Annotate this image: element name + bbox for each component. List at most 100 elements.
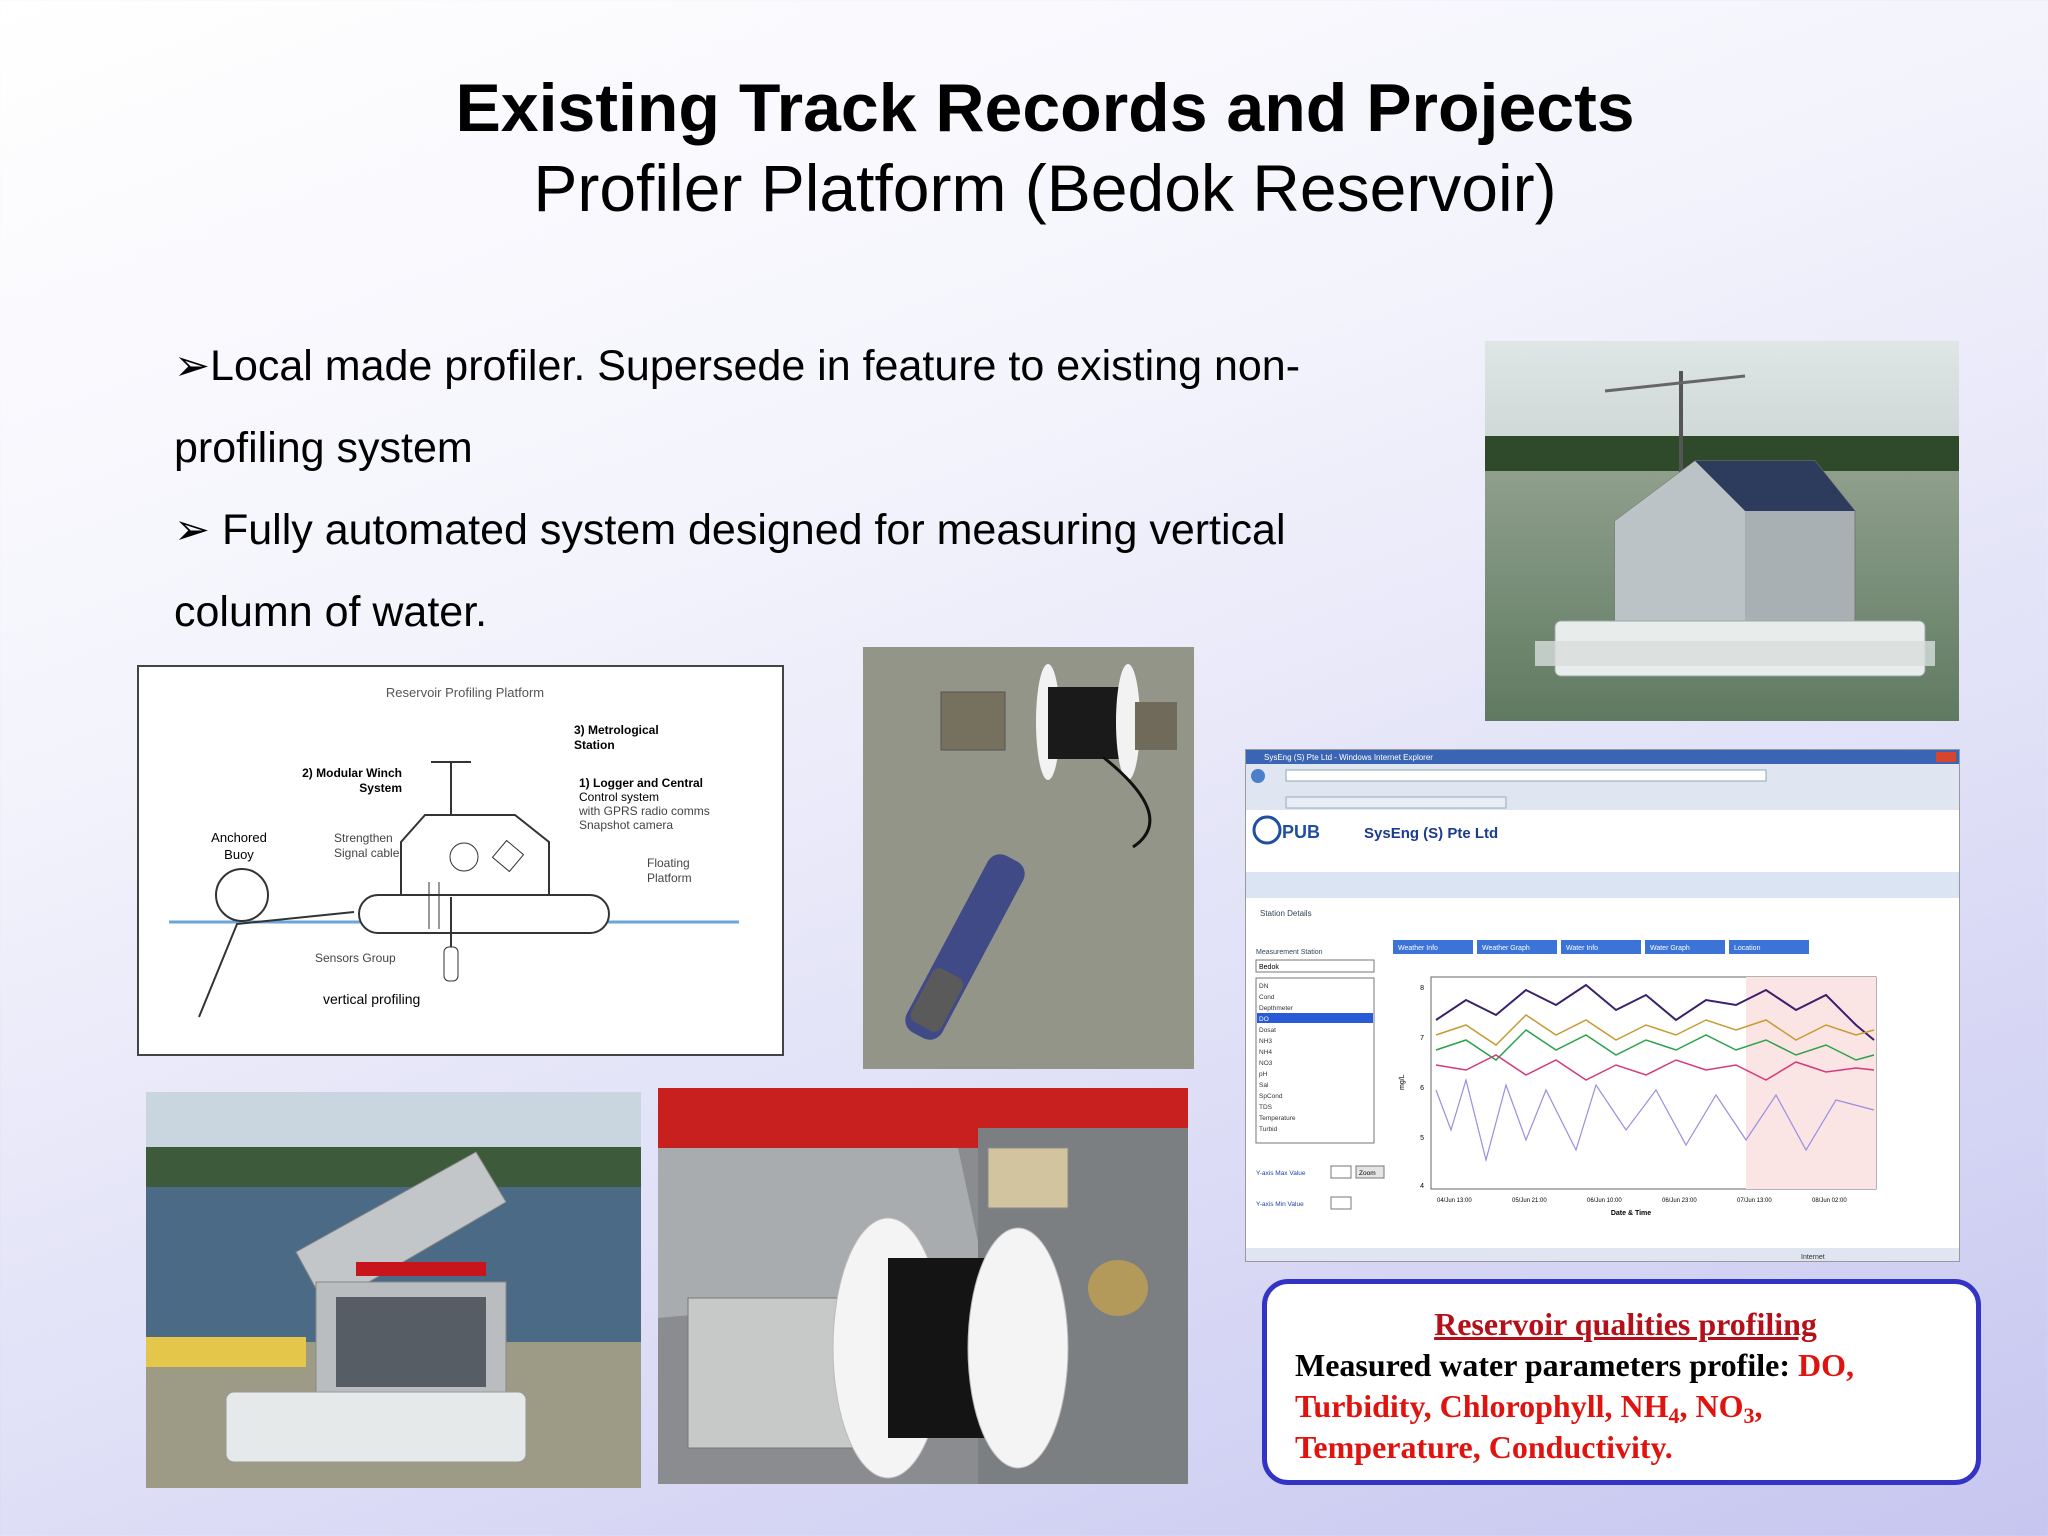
shore-photo-art bbox=[146, 1092, 641, 1488]
list-item: pH bbox=[1259, 1071, 1268, 1078]
y-tick: 7 bbox=[1420, 1035, 1424, 1042]
list-item: Temperature bbox=[1259, 1115, 1296, 1122]
callout-title: Reservoir qualities profiling bbox=[1434, 1306, 1817, 1342]
platform-photo bbox=[1485, 341, 1959, 721]
bullet-list: ➢Local made profiler. Supersede in featu… bbox=[174, 325, 1424, 653]
probe-photo-art bbox=[863, 647, 1194, 1069]
diagram-label: Buoy bbox=[224, 847, 254, 862]
list-item: DO bbox=[1259, 1016, 1269, 1023]
x-tick: 08/Jun 02:00 bbox=[1812, 1198, 1847, 1204]
window-close-icon bbox=[1936, 752, 1956, 762]
list-item-selected bbox=[1257, 1013, 1373, 1023]
list-item: NH4 bbox=[1259, 1049, 1272, 1056]
y-tick: 4 bbox=[1420, 1183, 1424, 1190]
tab-label: Location bbox=[1734, 945, 1761, 952]
list-item: NH3 bbox=[1259, 1038, 1272, 1045]
callout-line-2: Turbidity, Chlorophyll, NH4, NO3, bbox=[1295, 1386, 1956, 1427]
bullet-1-line1: Local made profiler. Supersede in featur… bbox=[210, 342, 1301, 390]
pub-logo-text: PUB bbox=[1282, 822, 1320, 842]
diagram-label: Control system bbox=[579, 790, 659, 804]
list-item: Sal bbox=[1259, 1082, 1269, 1089]
tab-location[interactable] bbox=[1729, 940, 1809, 954]
x-axis-label: Date & Time bbox=[1611, 1210, 1651, 1217]
section-label: Station Details bbox=[1260, 909, 1312, 918]
param-no: , NO bbox=[1679, 1388, 1744, 1424]
diagram-label: Strengthen bbox=[334, 831, 393, 845]
bullet-2: ➢ Fully automated system designed for me… bbox=[174, 489, 1424, 571]
parameters-callout: Reservoir qualities profiling Measured w… bbox=[1262, 1279, 1981, 1485]
diagram-label: Signal cable bbox=[334, 846, 400, 860]
diagram-label: Platform bbox=[647, 871, 692, 885]
list-item: SpCond bbox=[1259, 1093, 1283, 1100]
diagram-label: 3) Metrological bbox=[574, 723, 659, 737]
diagram-title: Reservoir Profiling Platform bbox=[386, 685, 544, 700]
tab-water-graph[interactable] bbox=[1645, 940, 1725, 954]
y-tick: 5 bbox=[1420, 1135, 1424, 1142]
profiling-diagram-art: Reservoir Profiling Platform 3) Metrolog… bbox=[169, 685, 739, 1018]
y-tick: 6 bbox=[1420, 1085, 1424, 1092]
no3-subscript: 3 bbox=[1743, 1403, 1755, 1428]
browser-screenshot: SysEng (S) Pte Ltd - Windows Internet Ex… bbox=[1245, 749, 1960, 1262]
profiling-diagram: Reservoir Profiling Platform 3) Metrolog… bbox=[137, 665, 784, 1056]
slide-title: Existing Track Records and Projects bbox=[455, 70, 1635, 146]
diagram-label: Station bbox=[574, 738, 615, 752]
callout-text: Measured water parameters profile: bbox=[1295, 1347, 1798, 1383]
diagram-label: Sensors Group bbox=[315, 951, 396, 965]
bullet-1: ➢Local made profiler. Supersede in featu… bbox=[174, 325, 1424, 407]
x-tick: 07/Jun 13:00 bbox=[1737, 1198, 1772, 1204]
list-item: Depthmeter bbox=[1259, 1005, 1294, 1012]
y-tick: 8 bbox=[1420, 985, 1424, 992]
platform-photo-art bbox=[1485, 341, 1959, 721]
shore-photo bbox=[146, 1092, 641, 1488]
list-item: NO3 bbox=[1259, 1060, 1273, 1067]
tab-label: Water Graph bbox=[1650, 945, 1690, 952]
diagram-label: Anchored bbox=[211, 830, 267, 845]
x-tick: 06/Jun 23:00 bbox=[1662, 1198, 1697, 1204]
ymax-input[interactable] bbox=[1330, 1165, 1352, 1179]
ymin-input[interactable] bbox=[1330, 1196, 1352, 1210]
bullet-2-line1: Fully automated system designed for meas… bbox=[210, 506, 1286, 554]
diagram-label: System bbox=[359, 781, 402, 795]
station-select-value: Bedok bbox=[1259, 964, 1279, 971]
browser-window-title: SysEng (S) Pte Ltd - Windows Internet Ex… bbox=[1264, 753, 1433, 762]
back-icon bbox=[1251, 769, 1265, 783]
station-select[interactable] bbox=[1255, 959, 1375, 973]
parameter-list[interactable] bbox=[1255, 977, 1375, 1144]
list-item: Dosat bbox=[1259, 1027, 1276, 1034]
zoom-button[interactable] bbox=[1355, 1165, 1385, 1179]
tab-label: Weather Info bbox=[1398, 945, 1438, 952]
diagram-label: with GPRS radio comms bbox=[578, 804, 710, 818]
x-tick: 04/Jun 13:00 bbox=[1437, 1198, 1472, 1204]
list-item: Turbid bbox=[1259, 1126, 1278, 1133]
status-zone: Internet bbox=[1801, 1254, 1825, 1261]
ymin-label: Y-axis Min Value bbox=[1256, 1201, 1304, 1208]
bullet-2-cont: column of water. bbox=[174, 588, 488, 636]
y-axis-label: mg/L bbox=[1399, 1074, 1406, 1090]
tab-weather-info[interactable] bbox=[1393, 940, 1473, 954]
ymax-label: Y-axis Max Value bbox=[1256, 1170, 1306, 1177]
list-item: TDS bbox=[1259, 1104, 1273, 1111]
list-item: Cond bbox=[1259, 994, 1275, 1001]
slide-subtitle: Profiler Platform (Bedok Reservoir) bbox=[533, 151, 1557, 225]
tab-water-info[interactable] bbox=[1561, 940, 1641, 954]
bullet-marker: ➢ bbox=[174, 342, 211, 390]
param-comma: , bbox=[1754, 1388, 1763, 1424]
diagram-label: vertical profiling bbox=[323, 991, 420, 1007]
diagram-label: 1) Logger and Central bbox=[579, 776, 703, 790]
tab-label: Weather Graph bbox=[1482, 945, 1530, 952]
tab-weather-graph[interactable] bbox=[1477, 940, 1557, 954]
diagram-label: Snapshot camera bbox=[579, 818, 673, 832]
param-turbidity: Turbidity, Chlorophyll, NH bbox=[1295, 1388, 1669, 1424]
bullet-1-cont: profiling system bbox=[174, 424, 473, 472]
syseng-logo-text: SysEng (S) Pte Ltd bbox=[1364, 825, 1498, 842]
callout-line-3: Temperature, Conductivity. bbox=[1295, 1429, 1673, 1465]
zoom-button-label: Zoom bbox=[1359, 1170, 1376, 1177]
list-item: DN bbox=[1259, 983, 1269, 990]
diagram-label: 2) Modular Winch bbox=[302, 766, 402, 780]
tab-label: Water Info bbox=[1566, 945, 1598, 952]
browser-screenshot-art: SysEng (S) Pte Ltd - Windows Internet Ex… bbox=[1246, 750, 1959, 1261]
diagram-label: Floating bbox=[647, 856, 690, 870]
nh4-subscript: 4 bbox=[1668, 1403, 1680, 1428]
probe-photo bbox=[863, 647, 1194, 1069]
pub-logo-icon bbox=[1252, 815, 1282, 845]
